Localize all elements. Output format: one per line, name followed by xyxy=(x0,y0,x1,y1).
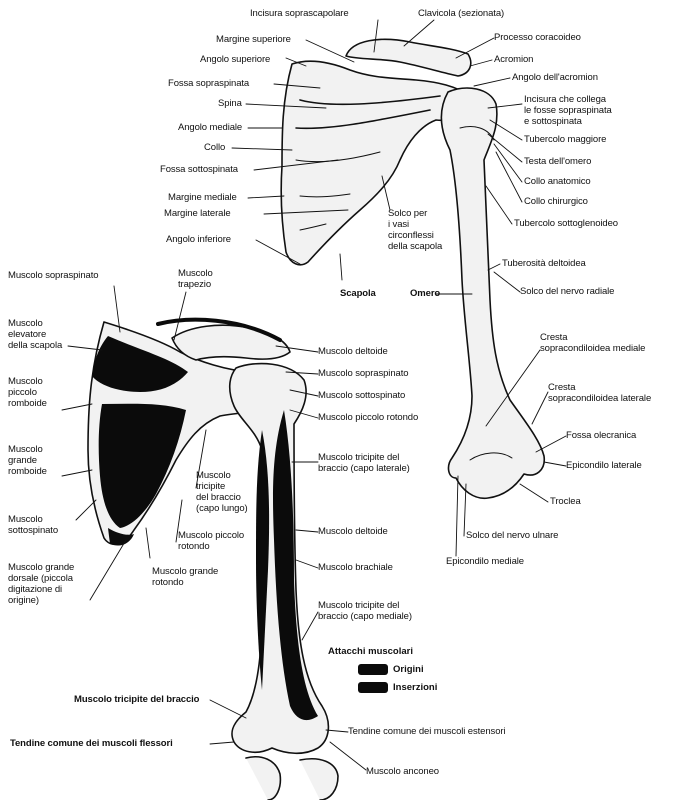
label-incisura-soprascapolare: Incisura soprascapolare xyxy=(250,8,349,19)
label-m-sottospinato-left: Muscolo sottospinato xyxy=(8,514,59,536)
bottom-acromion xyxy=(156,317,291,361)
legend-label-origini: Origini xyxy=(393,664,424,676)
label-scapola: Scapola xyxy=(340,288,376,299)
label-m-sopraspinato-right: Muscolo sopraspinato xyxy=(318,368,409,379)
bottom-humerus xyxy=(228,362,330,755)
label-omero: Omero xyxy=(410,288,441,299)
label-m-grande-dorsale: Muscolo grande dorsale (piccola digitazi… xyxy=(8,562,75,606)
legend: Attacchi muscolari Origini Inserzioni xyxy=(328,646,458,693)
origin-sottospinato xyxy=(98,403,186,528)
top-scapula xyxy=(280,60,471,266)
label-m-deltoide-mid: Muscolo deltoide xyxy=(318,526,388,537)
label-m-piccolo-romboide: Muscolo piccolo romboide xyxy=(8,376,47,409)
origin-grande-dorsale xyxy=(108,528,134,546)
label-m-tricipite-braccio: Muscolo tricipite del braccio xyxy=(74,694,200,705)
label-fossa-sottospinata: Fossa sottospinata xyxy=(160,164,238,175)
label-m-sottospinato-right: Muscolo sottospinato xyxy=(318,390,406,401)
label-tendine-flessori: Tendine comune dei muscoli flessori xyxy=(10,738,173,749)
legend-label-inserzioni: Inserzioni xyxy=(393,682,438,694)
label-collo-chirurgico: Collo chirurgico xyxy=(524,196,588,207)
label-solco-vasi: Solco per i vasi circonflessi della scap… xyxy=(388,208,443,252)
label-m-grande-romboide: Muscolo grande romboide xyxy=(8,444,47,477)
label-collo: Collo xyxy=(204,142,226,153)
label-epicondilo-mediale: Epicondilo mediale xyxy=(446,556,524,567)
label-m-elevatore: Muscolo elevatore della scapola xyxy=(8,318,63,351)
label-margine-laterale: Margine laterale xyxy=(164,208,231,219)
label-m-tricipite-mediale: Muscolo tricipite del braccio (capo medi… xyxy=(318,600,412,622)
label-m-tricipite-lungo: Muscolo tricipite del braccio (capo lung… xyxy=(196,470,248,514)
origin-sopraspinato xyxy=(92,336,188,392)
label-processo-coracoideo: Processo coracoideo xyxy=(494,32,581,43)
label-cresta-laterale: Cresta sopracondiloidea laterale xyxy=(548,382,652,404)
label-angolo-mediale: Angolo mediale xyxy=(178,122,243,133)
legend-swatch-inserzioni xyxy=(358,682,388,693)
label-spina: Spina xyxy=(218,98,242,109)
label-incisura-fosse: Incisura che collega le fosse sopraspina… xyxy=(524,94,612,127)
label-solco-nervo-radiale: Solco del nervo radiale xyxy=(520,286,615,297)
label-testa-omero: Testa dell'omero xyxy=(524,156,592,167)
label-fossa-olecranica: Fossa olecranica xyxy=(566,430,637,441)
label-tendine-estensori: Tendine comune dei muscoli estensori xyxy=(348,726,506,737)
label-tuberosita-deltoidea: Tuberosità deltoidea xyxy=(502,258,586,269)
label-angolo-superiore: Angolo superiore xyxy=(200,54,271,65)
label-solco-nervo-ulnare: Solco del nervo ulnare xyxy=(466,530,559,541)
label-angolo-inferiore: Angolo inferiore xyxy=(166,234,231,245)
label-m-trapezio: Muscolo trapezio xyxy=(178,268,213,290)
label-m-piccolo-rotondo-right: Muscolo piccolo rotondo xyxy=(318,412,419,423)
label-tubercolo-maggiore: Tubercolo maggiore xyxy=(524,134,607,145)
bottom-forearm-stub xyxy=(245,756,339,800)
label-m-sopraspinato-left: Muscolo sopraspinato xyxy=(8,270,99,281)
label-epicondilo-laterale: Epicondilo laterale xyxy=(566,460,642,471)
label-troclea: Troclea xyxy=(550,496,581,507)
label-m-brachiale: Muscolo brachiale xyxy=(318,562,393,573)
label-clavicola: Clavicola (sezionata) xyxy=(418,8,505,19)
label-m-piccolo-rotondo-left: Muscolo piccolo rotondo xyxy=(178,530,245,552)
label-fossa-sopraspinata: Fossa sopraspinata xyxy=(168,78,250,89)
label-margine-mediale: Margine mediale xyxy=(168,192,237,203)
label-collo-anatomico: Collo anatomico xyxy=(524,176,591,187)
label-tubercolo-sottoglenoideo: Tubercolo sottoglenoideo xyxy=(514,218,618,229)
bottom-leader-lines xyxy=(61,285,367,771)
label-acromion: Acromion xyxy=(494,54,534,65)
legend-title: Attacchi muscolari xyxy=(328,646,413,657)
legend-row-origini: Origini xyxy=(358,664,424,675)
label-m-tricipite-laterale: Muscolo tricipite del braccio (capo late… xyxy=(318,452,410,474)
label-m-anconeo: Muscolo anconeo xyxy=(366,766,439,777)
top-clavicle xyxy=(345,38,472,77)
label-m-deltoide-top: Muscolo deltoide xyxy=(318,346,388,357)
legend-swatch-origini xyxy=(358,664,388,675)
legend-row-inserzioni: Inserzioni xyxy=(358,682,437,693)
label-m-grande-rotondo: Muscolo grande rotondo xyxy=(152,566,219,588)
label-cresta-mediale: Cresta sopracondiloidea mediale xyxy=(540,332,646,354)
label-margine-superiore: Margine superiore xyxy=(216,34,291,45)
label-angolo-acromion: Angolo dell'acromion xyxy=(512,72,598,83)
top-leader-lines xyxy=(231,19,567,557)
